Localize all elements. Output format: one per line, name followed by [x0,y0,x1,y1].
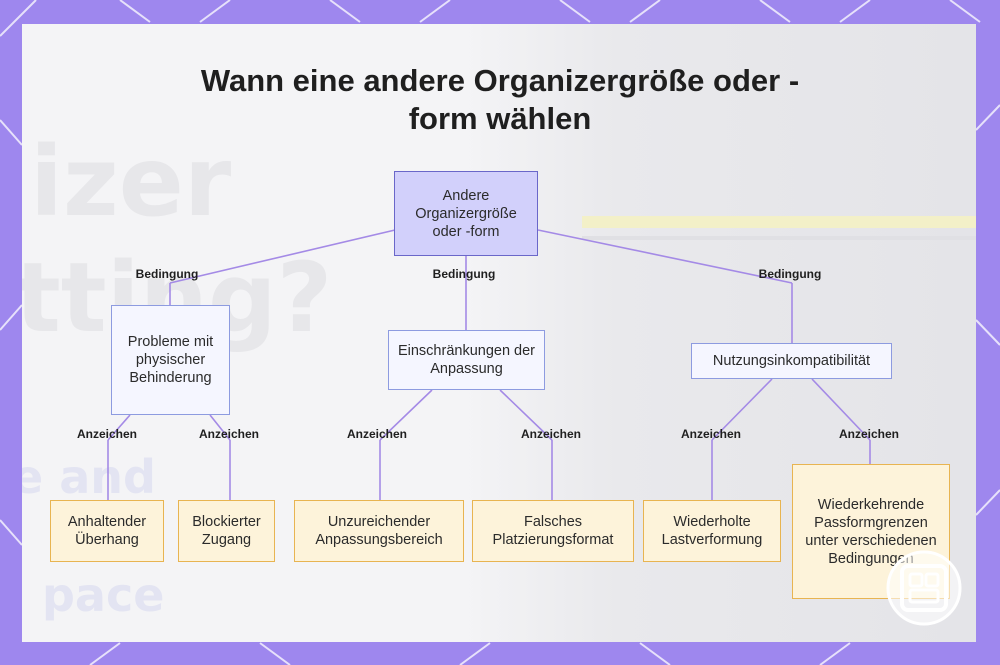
connector-cond1-sign1 [107,414,131,441]
background-text: izer [30,126,232,238]
background-shelf [582,216,976,228]
background-text: e and [22,450,156,504]
condition-label: Probleme mit physischer Behinderung [127,334,214,386]
edge-label-sign: Anzeichen [838,427,900,441]
condition-node-physical-obstruction: Probleme mit physischer Behinderung [111,305,230,415]
edge-label-sign: Anzeichen [520,427,582,441]
background-text: pace [42,568,165,622]
edge-label-condition: Bedingung [135,267,199,281]
edge-label-sign: Anzeichen [346,427,408,441]
organizer-logo-icon [886,550,962,626]
sign-label: Wiederkehrende Passformgrenzen unter ver… [805,496,937,567]
sign-label: Blockierter Zugang [192,514,261,548]
diagram-title: Wann eine andere Organizergröße oder -fo… [200,63,800,136]
sign-node-repeated-load-deformation: Wiederholte Lastverformung [643,500,781,562]
condition-node-adjustment-limits: Einschränkungen der Anpassung [388,330,545,390]
edge-label-condition: Bedingung [432,267,496,281]
edge-label-sign: Anzeichen [680,427,742,441]
sign-node-persistent-overhang: Anhaltender Überhang [50,500,164,562]
sign-label: Wiederholte Lastverformung [661,514,763,548]
connector-cond2-sign2 [499,389,553,441]
edge-label-sign: Anzeichen [76,427,138,441]
sign-label: Falsches Platzierungsformat [492,514,614,548]
sign-node-insufficient-range: Unzureichender Anpassungsbereich [294,500,464,562]
connector-cond3-sign1 [711,378,773,441]
connector-root-cond3 [537,229,793,284]
condition-label: Nutzungsinkompatibilität [712,353,871,369]
sign-node-wrong-placement-format: Falsches Platzierungsformat [472,500,634,562]
connector-cond3-sign2 [811,378,871,441]
connector-root-cond1 [169,229,396,284]
connector-cond2-sign1 [379,389,433,441]
root-label: Andere Organizergröße oder -form [415,187,517,240]
sign-label: Anhaltender Überhang [67,514,147,548]
background-shelf-edge [582,236,976,240]
connector-cond1-sign2 [209,414,231,441]
condition-label: Einschränkungen der Anpassung [397,343,536,377]
edge-label-sign: Anzeichen [198,427,260,441]
sign-label: Unzureichender Anpassungsbereich [315,514,443,548]
root-node: Andere Organizergröße oder -form [394,171,538,256]
condition-node-usage-incompatibility: Nutzungsinkompatibilität [691,343,892,379]
edge-label-condition: Bedingung [758,267,822,281]
sign-node-blocked-access: Blockierter Zugang [178,500,275,562]
